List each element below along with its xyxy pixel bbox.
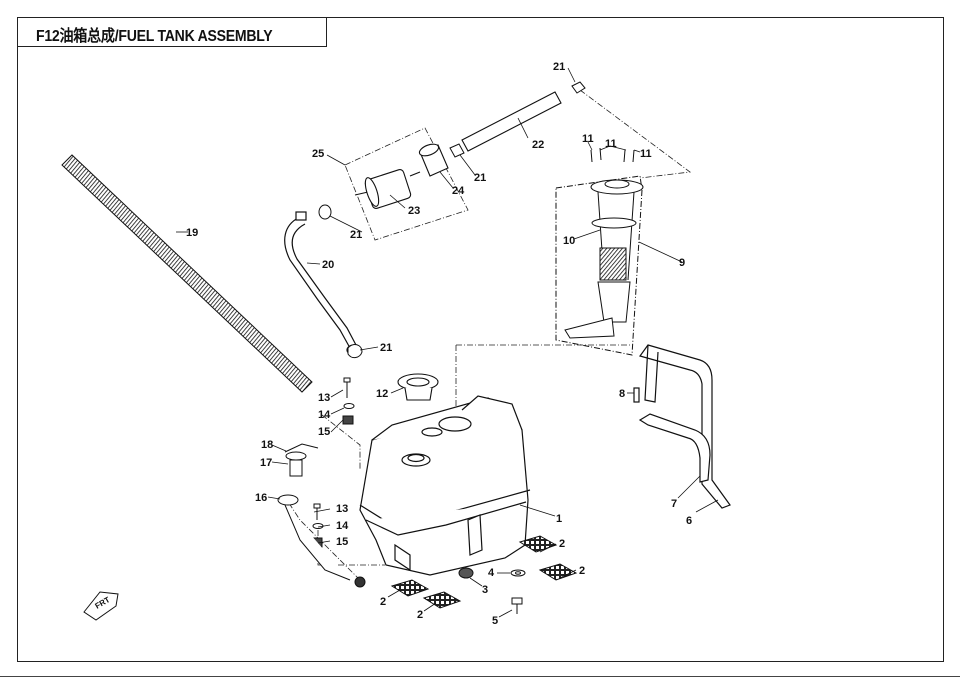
- callout-21-b: 21: [474, 172, 486, 184]
- tank-straps: [633, 344, 731, 509]
- callout-3: 3: [482, 584, 488, 596]
- callout-12: 12: [376, 388, 388, 400]
- callout-11-c: 11: [640, 148, 652, 160]
- callout-17: 17: [260, 457, 272, 469]
- callout-9: 9: [679, 257, 685, 269]
- breather-hose: [61, 154, 313, 393]
- callout-25: 25: [312, 148, 324, 160]
- callout-23: 23: [408, 205, 420, 217]
- diagram-title: F12油箱总成/FUEL TANK ASSEMBLY: [36, 28, 273, 45]
- front-direction-marker: FRT: [83, 591, 119, 621]
- callout-5: 5: [492, 615, 498, 627]
- small-hardware: [458, 567, 526, 614]
- callout-24: 24: [452, 185, 465, 197]
- callout-14-a: 14: [318, 409, 331, 421]
- callout-18: 18: [261, 439, 273, 451]
- callout-15-b: 15: [336, 536, 348, 548]
- callout-11-a: 11: [582, 133, 594, 145]
- filter-holder: [418, 143, 449, 177]
- filler-ring: [397, 373, 439, 401]
- callout-21-d: 21: [380, 342, 392, 354]
- callout-8: 8: [619, 388, 625, 400]
- callout-22: 22: [532, 139, 544, 151]
- callout-leaders: [176, 67, 719, 618]
- callout-13-a: 13: [318, 392, 330, 404]
- callout-6: 6: [686, 515, 692, 527]
- callout-4: 4: [488, 567, 495, 579]
- callout-2-c: 2: [380, 596, 386, 608]
- callout-10: 10: [563, 235, 575, 247]
- callout-15-a: 15: [318, 426, 330, 438]
- callout-21-c: 21: [350, 229, 362, 241]
- fuel-tank: [359, 395, 531, 576]
- callout-1: 1: [556, 513, 562, 525]
- callout-2-d: 2: [417, 609, 423, 621]
- hose-clamps: [318, 81, 586, 359]
- pump-screws: [590, 147, 635, 163]
- callout-20: 20: [322, 259, 334, 271]
- fuel-line: [461, 91, 562, 152]
- fuel-filter: [354, 169, 421, 209]
- callout-14-b: 14: [336, 520, 349, 532]
- callout-7: 7: [671, 498, 677, 510]
- callout-2-a: 2: [559, 538, 565, 550]
- callout-2-b: 2: [579, 565, 585, 577]
- drawing-frame: [17, 17, 944, 662]
- callout-13-b: 13: [336, 503, 348, 515]
- callout-numbers: 1 2 2 2 2 3 4 5 6 7 8 9 10 11 11 11 12 1…: [186, 61, 692, 627]
- callout-11-b: 11: [605, 138, 617, 150]
- rubber-pads: [390, 535, 578, 609]
- callout-16: 16: [255, 492, 267, 504]
- callout-21-a: 21: [553, 61, 565, 73]
- level-sender: [277, 443, 366, 588]
- title-box: [17, 17, 327, 47]
- bottom-rule: [0, 676, 960, 677]
- callout-19: 19: [186, 227, 198, 239]
- fuel-pump: [555, 147, 644, 356]
